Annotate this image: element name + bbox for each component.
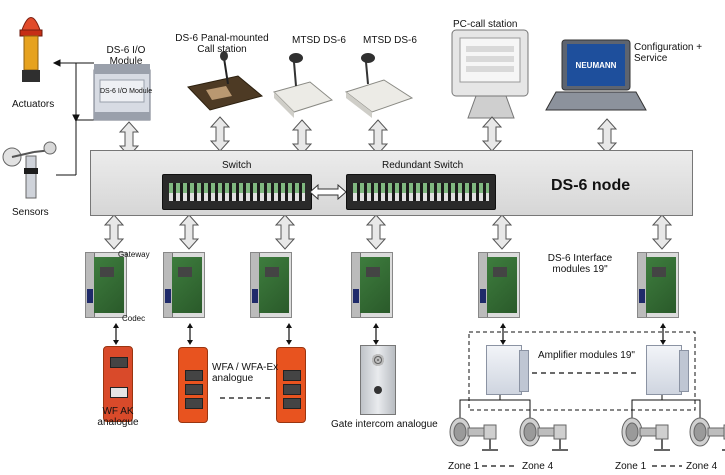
redundant-switch-device	[346, 174, 496, 210]
interface-card-intercom	[351, 252, 393, 318]
io-module-label-1: DS-6 I/O	[106, 45, 146, 56]
panel-call-station-label-1: DS-6 Panal-mounted	[175, 33, 269, 44]
mtsd-desk-station-2	[344, 53, 414, 118]
actuators-label: Actuators	[12, 99, 55, 110]
pc-call-station-device	[451, 29, 529, 119]
gateway-label: Gateway	[118, 250, 150, 259]
mtsd-2-label: MTSD DS-6	[363, 35, 417, 46]
mtsd-desk-station-1	[273, 53, 334, 118]
io-module-label-2: Module	[109, 56, 143, 67]
panel-call-station-device	[187, 51, 264, 111]
codec-label: Codec	[122, 314, 146, 323]
io-module-face-text: DS-6 I/O Module	[100, 88, 153, 95]
amplifier-group-box	[468, 331, 696, 411]
amplifier-module-2	[646, 345, 689, 395]
pc-call-station-label: PC-call station	[453, 19, 518, 30]
amplifier-modules-label: Amplifier modules 19"	[538, 350, 635, 361]
wf-ak-label-1: WF AK	[102, 406, 134, 417]
panel-call-station-label-2: Call station	[197, 44, 247, 55]
interface-modules-label-2: modules 19"	[552, 264, 608, 275]
wfa-label-2: analogue	[212, 373, 254, 384]
node-title: DS-6 node	[551, 177, 631, 194]
wfa-device-2	[276, 347, 306, 423]
io-module-device	[93, 64, 151, 121]
interface-card-wfa-1	[163, 252, 205, 318]
laptop-config-device	[545, 39, 647, 111]
wf-ak-device	[103, 346, 133, 422]
wind-sensor-icon	[2, 141, 57, 199]
amplifier-module-1	[486, 345, 529, 395]
switch-device	[162, 174, 312, 210]
io-links	[52, 59, 94, 176]
beacon-light-icon	[19, 17, 43, 82]
horn-speaker-icon	[449, 417, 725, 451]
switch-link-arrow	[310, 184, 346, 200]
config-service-label-2: Service	[634, 53, 668, 64]
sensors-label: Sensors	[12, 207, 49, 218]
interface-card-amp-2	[637, 252, 679, 318]
interface-card-gateway	[85, 252, 127, 318]
gate-intercom-label: Gate intercom analogue	[331, 419, 438, 430]
interface-card-amp-1	[478, 252, 520, 318]
interface-modules-label-1: DS-6 Interface	[547, 253, 613, 264]
config-service-label-1: Configuration +	[634, 42, 703, 53]
wfa-device-1	[178, 347, 208, 423]
zone-4-label-b: Zone 4	[686, 461, 718, 472]
zone-4-label-a: Zone 4	[522, 461, 554, 472]
bottom-arrows	[104, 214, 672, 250]
laptop-brand-text: NEUMANN	[576, 61, 617, 70]
zone-1-label-b: Zone 1	[615, 461, 647, 472]
redundant-switch-label: Redundant Switch	[382, 160, 464, 171]
gate-intercom-device	[360, 345, 396, 415]
wfa-label-1: WFA / WFA-Ex	[212, 362, 279, 373]
card-device-arrows	[112, 322, 667, 346]
amp-speaker-lines	[459, 392, 701, 418]
mtsd-1-label: MTSD DS-6	[292, 35, 346, 46]
interface-card-wfa-2	[250, 252, 292, 318]
wf-ak-label-2: analogue	[97, 417, 139, 428]
dashed-links	[220, 372, 682, 467]
zone-1-label-a: Zone 1	[448, 461, 480, 472]
switch-label: Switch	[222, 160, 252, 171]
